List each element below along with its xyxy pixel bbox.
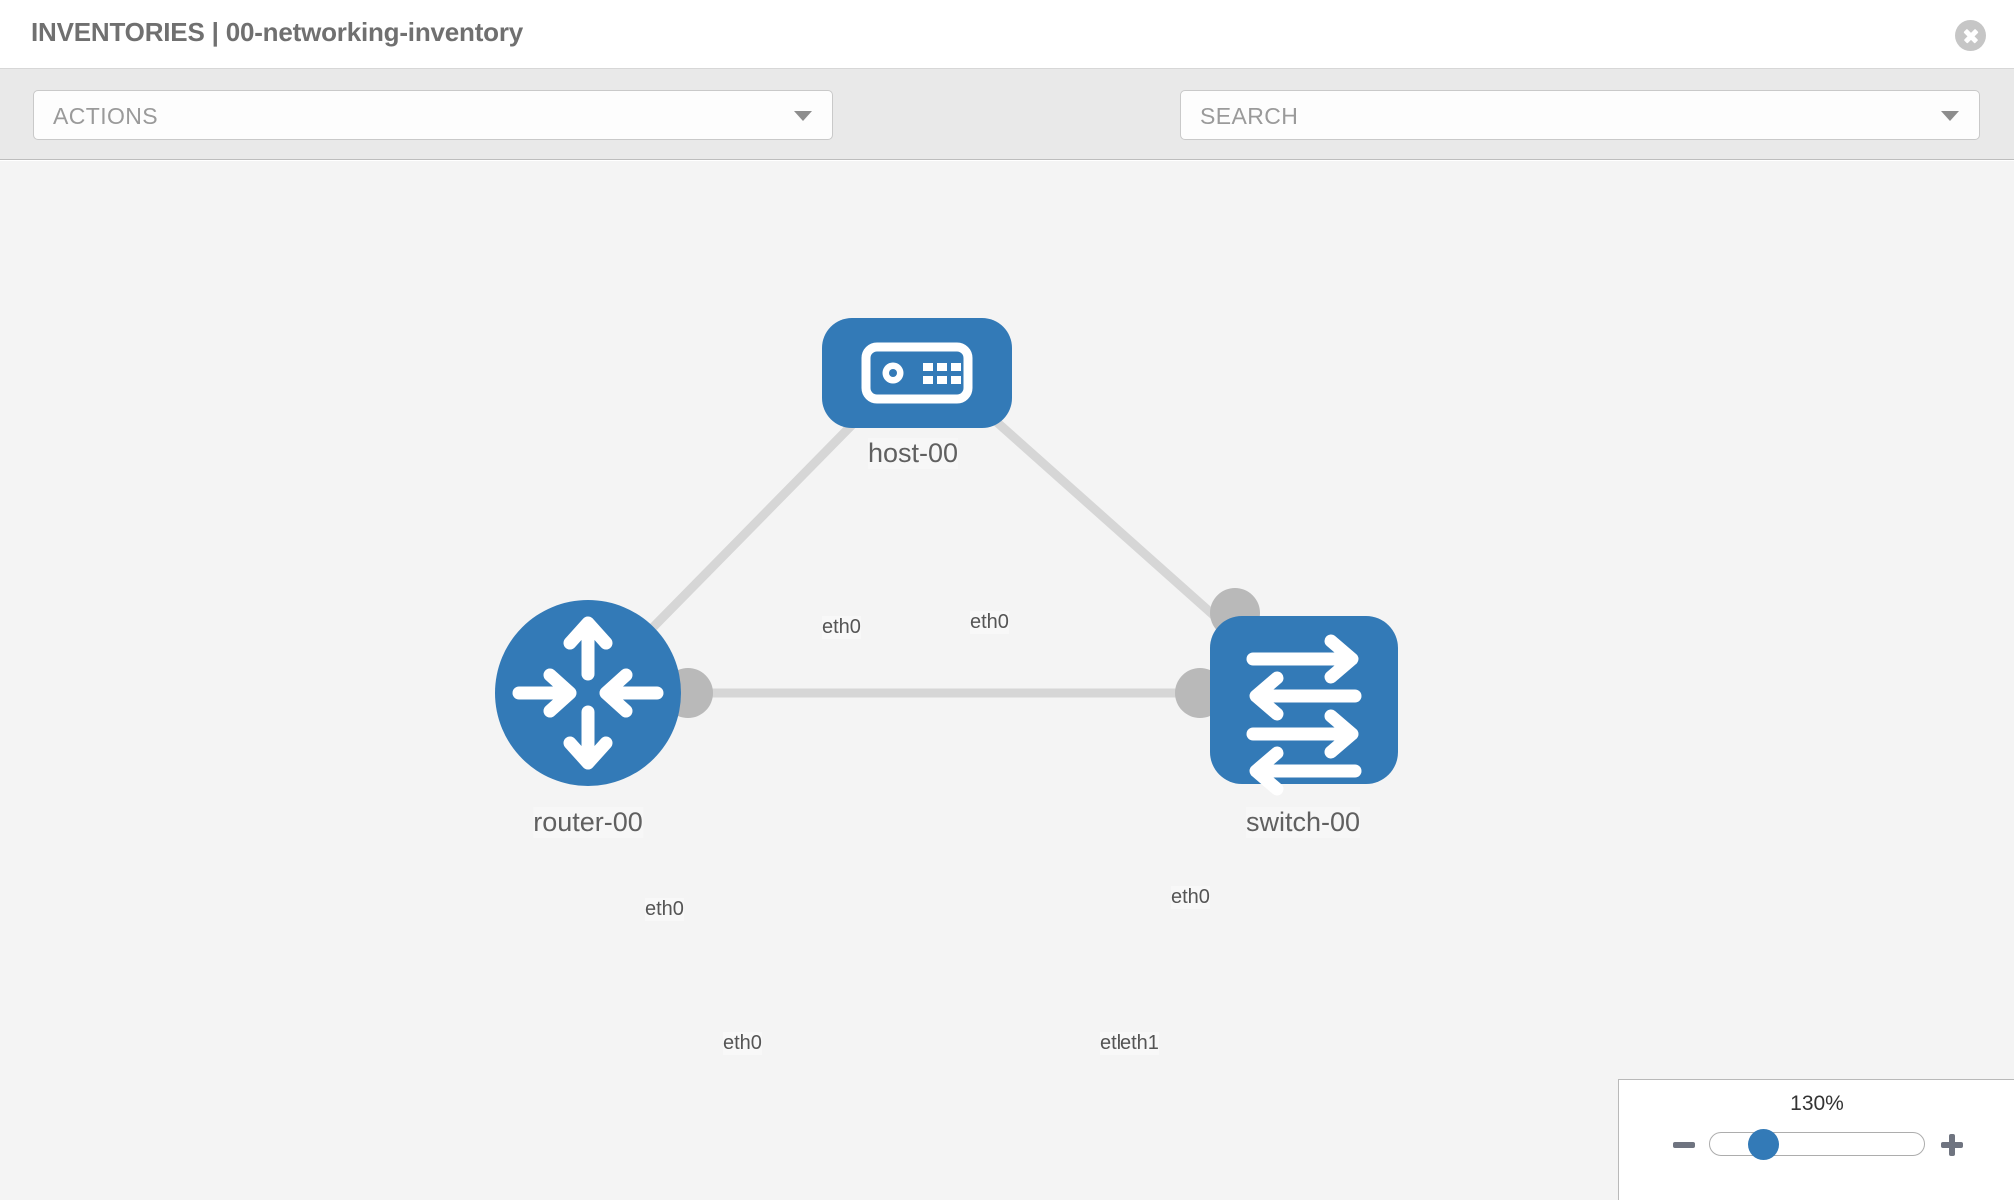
chevron-down-icon [794, 111, 812, 121]
toolbar: ACTIONS SEARCH [0, 69, 2014, 196]
zoom-level-value: 130% [1790, 1092, 1844, 1115]
zoom-control-panel: 130% [1618, 1079, 2014, 1200]
actions-dropdown-label: ACTIONS [53, 103, 159, 129]
search-placeholder: SEARCH [1200, 103, 1299, 129]
chevron-down-icon [1941, 111, 1959, 121]
close-icon[interactable] [1955, 20, 1986, 51]
server-icon [861, 342, 973, 404]
topology-canvas[interactable]: host-00 router-00 switch-00 eth0 eth0 et… [0, 161, 2014, 1200]
node-switch-00 [1210, 616, 1398, 796]
search-input[interactable]: SEARCH [1180, 90, 1980, 140]
actions-dropdown[interactable]: ACTIONS [33, 90, 833, 140]
minus-icon[interactable] [1669, 1130, 1699, 1160]
plus-icon[interactable] [1937, 1130, 1967, 1160]
switch-icon [1246, 634, 1362, 796]
zoom-slider-thumb[interactable] [1748, 1129, 1779, 1160]
router-icon [512, 616, 664, 770]
page-header: INVENTORIES | 00-networking-inventory [0, 0, 2014, 69]
node-host-00 [822, 318, 1012, 428]
page-title: INVENTORIES | 00-networking-inventory [31, 17, 524, 47]
zoom-slider[interactable] [1709, 1132, 1925, 1156]
topology-graph [495, 318, 1398, 796]
node-router-00 [495, 600, 681, 786]
